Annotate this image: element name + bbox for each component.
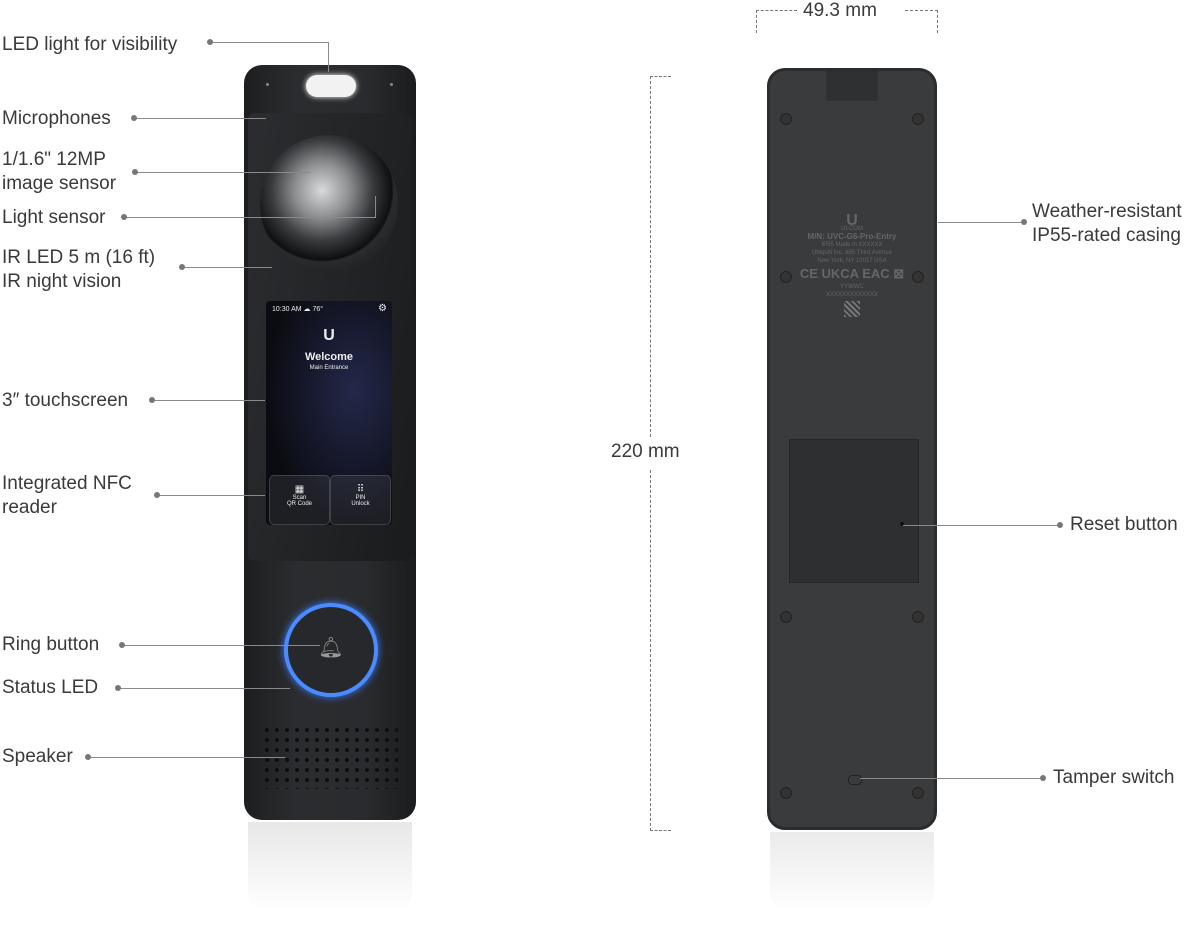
leader-line (375, 196, 376, 218)
button-label: PIN (355, 495, 366, 501)
width-measurement: 49.3 mm (803, 0, 877, 21)
screw (912, 113, 924, 125)
front-reflection (248, 822, 412, 912)
leader-line (182, 267, 272, 268)
leader-line (122, 645, 320, 646)
camera-lens (260, 135, 398, 273)
leader-dot (1021, 219, 1027, 225)
screw (912, 787, 924, 799)
leader-dot (115, 685, 121, 691)
welcome-title: Welcome (304, 351, 354, 363)
leader-dot (121, 214, 127, 220)
microphone (266, 83, 269, 86)
touchscreen[interactable]: 10:30 AM ☁ 76° ⚙ U Welcome Main Entrance… (266, 301, 392, 525)
screw (780, 611, 792, 623)
wiring-bay (789, 439, 919, 583)
label-touchscreen: 3″ touchscreen (2, 390, 129, 411)
screw (912, 271, 924, 283)
leader-dot (1057, 522, 1063, 528)
label-led-light: LED light for visibility (2, 34, 178, 55)
status-bar: 10:30 AM ☁ 76° (272, 306, 324, 313)
screw (780, 271, 792, 283)
leader-line (118, 688, 290, 689)
welcome-subtitle: Main Entrance (309, 365, 349, 371)
scan-qr-button[interactable]: ▦ Scan QR Code (269, 475, 330, 525)
back-reflection (770, 832, 934, 912)
label-microphones: Microphones (2, 108, 111, 129)
mount-slot (826, 71, 878, 101)
leader-dot (132, 169, 138, 175)
leader-dot (119, 642, 125, 648)
leader-dot (131, 115, 137, 121)
microphone (390, 83, 393, 86)
width-dimension-line (905, 10, 938, 33)
leader-dot (179, 264, 185, 270)
leader-line (134, 118, 266, 119)
label-tamper: Tamper switch (1053, 767, 1175, 788)
label-reset: Reset button (1070, 514, 1178, 535)
leader-dot (85, 754, 91, 760)
leader-line (135, 172, 310, 173)
leader-line (903, 525, 1060, 526)
label-speaker: Speaker (2, 746, 73, 767)
screw (912, 611, 924, 623)
logo: U (323, 327, 335, 344)
back-device: U UI.COM M/N: UVC-G6-Pro-Entry IP55 Made… (767, 68, 937, 830)
front-device: 10:30 AM ☁ 76° ⚙ U Welcome Main Entrance… (244, 65, 416, 820)
screw (780, 787, 792, 799)
leader-dot (1040, 775, 1046, 781)
screw (780, 113, 792, 125)
tamper-switch (848, 775, 862, 785)
qr-icon: ▦ (294, 484, 305, 495)
qr-code (844, 301, 860, 317)
height-dimension-line (650, 470, 671, 831)
label-ir-led: IR LED 5 m (16 ft)IR night vision (2, 247, 156, 292)
label-light-sensor: Light sensor (2, 207, 106, 228)
leader-line (124, 217, 375, 218)
leader-line (152, 400, 265, 401)
leader-line (210, 42, 328, 43)
ring-button[interactable]: 🔔︎ (284, 603, 378, 697)
button-label: Scan (292, 495, 307, 501)
width-dimension-line (756, 10, 797, 33)
gear-icon[interactable]: ⚙ (378, 303, 387, 314)
label-ring-button: Ring button (2, 634, 100, 655)
leader-line (328, 42, 329, 72)
led-light (306, 75, 356, 97)
height-measurement: 220 mm (611, 441, 680, 462)
leader-line (860, 778, 1043, 779)
leader-line (157, 495, 265, 496)
bell-icon: 🔔︎ (318, 637, 344, 659)
leader-dot (149, 397, 155, 403)
button-label: Unlock (351, 501, 370, 507)
label-status-led: Status LED (2, 677, 99, 698)
leader-dot (154, 492, 160, 498)
height-dimension-line (650, 76, 671, 437)
leader-line (88, 757, 285, 758)
leader-line (938, 222, 1024, 223)
button-label: QR Code (286, 501, 312, 507)
leader-dot (207, 39, 213, 45)
pin-unlock-button[interactable]: ⠿ PIN Unlock (330, 475, 391, 525)
product-label: U UI.COM M/N: UVC-G6-Pro-Entry IP55 Made… (770, 213, 934, 319)
reset-button[interactable] (900, 522, 904, 526)
keypad-icon: ⠿ (356, 484, 365, 495)
